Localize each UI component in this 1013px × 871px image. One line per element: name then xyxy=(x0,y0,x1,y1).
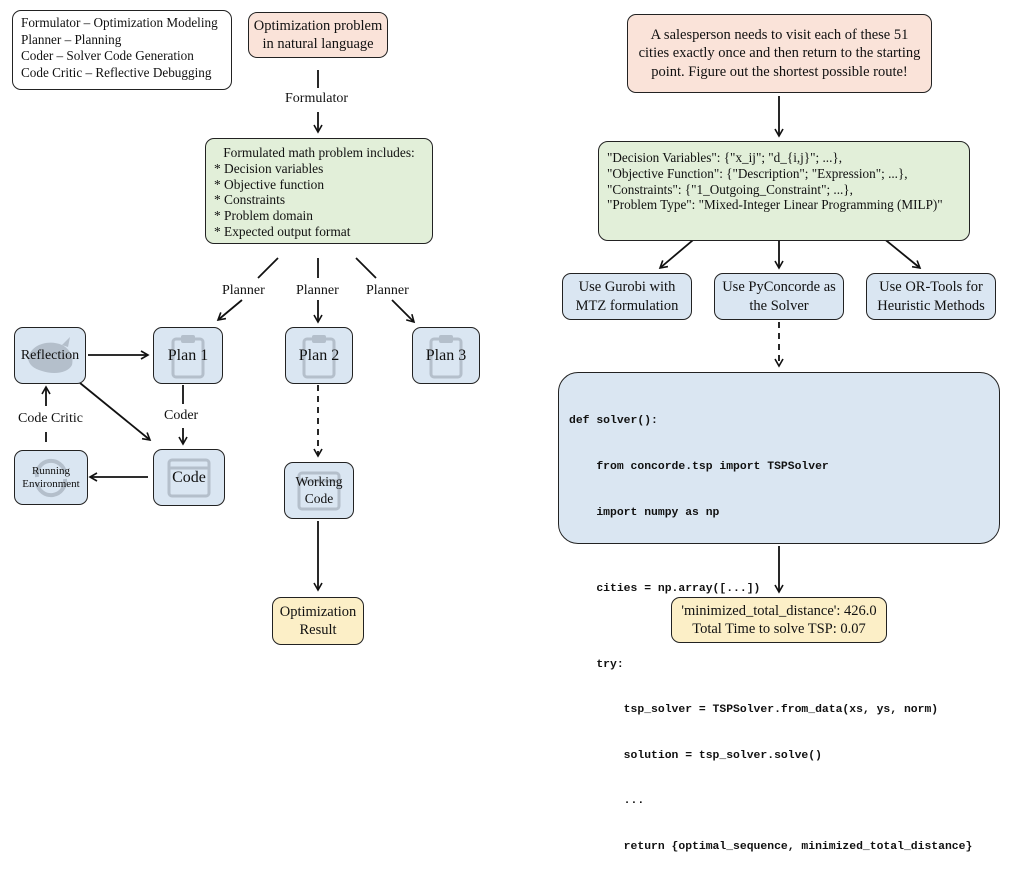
whale-icon xyxy=(28,336,73,373)
plan-2-label: Plan 2 xyxy=(298,346,340,364)
solver-code-block: def solver(): from concorde.tsp import T… xyxy=(558,372,1000,853)
option-label: Use OR-Tools for Heuristic Methods xyxy=(877,279,985,314)
code-label: Code xyxy=(172,468,206,486)
option-ortools: Use OR-Tools for Heuristic Methods xyxy=(866,273,996,320)
plan-1-node: Plan 1 xyxy=(153,327,223,384)
clipboard-icon xyxy=(429,334,463,378)
formulated-item: * Decision variables xyxy=(214,160,324,176)
code-line: def solver(): xyxy=(569,415,658,428)
legend-item: Coder – Solver Code Generation xyxy=(21,48,194,63)
planner-label: Planner xyxy=(366,283,409,298)
formulation-json-box: "Decision Variables": {"x_ij"; "d_{i,j}"… xyxy=(598,141,970,241)
json-line: "Objective Function": {"Description"; "E… xyxy=(607,165,908,181)
planner-label: Planner xyxy=(296,283,339,298)
running-environment-label: Running Environment xyxy=(22,464,80,490)
formulated-item: * Constraints xyxy=(214,192,286,208)
formulated-item: * Objective function xyxy=(214,176,325,192)
tsp-problem-text: A salesperson needs to visit each of the… xyxy=(638,27,921,80)
code-critic-label: Code Critic xyxy=(18,411,83,426)
plan-3-label: Plan 3 xyxy=(425,346,467,364)
legend-box: Formulator – Optimization Modeling Plann… xyxy=(12,10,232,90)
code-line: from concorde.tsp import TSPSolver xyxy=(569,461,829,474)
coder-label: Coder xyxy=(164,408,199,423)
code-node: Code xyxy=(153,449,225,506)
clipboard-icon xyxy=(302,334,336,378)
code-line: ... xyxy=(569,795,645,808)
code-line: cities = np.array([...]) xyxy=(569,582,761,595)
option-pyconcorde: Use PyConcorde as the Solver xyxy=(714,273,844,320)
option-label: Use PyConcorde as the Solver xyxy=(722,279,836,314)
code-line: tsp_solver = TSPSolver.from_data(xs, ys,… xyxy=(569,704,939,717)
reflection-label: Reflection xyxy=(20,347,80,363)
json-line: "Problem Type": "Mixed-Integer Linear Pr… xyxy=(607,197,943,213)
tsp-result-box: 'minimized_total_distance': 426.0 Total … xyxy=(671,597,887,643)
formulator-label: Formulator xyxy=(285,91,348,106)
working-code-label: Working Code xyxy=(295,473,343,506)
plan-3-node: Plan 3 xyxy=(412,327,480,384)
code-line: try: xyxy=(569,658,624,671)
formulated-problem-box: Formulated math problem includes: * Deci… xyxy=(205,138,433,244)
running-environment-node: Running Environment xyxy=(14,450,88,505)
formulated-title: Formulated math problem includes: xyxy=(223,145,415,160)
legend-item: Formulator – Optimization Modeling xyxy=(21,15,218,30)
optimization-result-box: Optimization Result xyxy=(272,597,364,645)
code-line: solution = tsp_solver.solve() xyxy=(569,749,822,762)
option-label: Use Gurobi with MTZ formulation xyxy=(575,279,679,314)
planner-label: Planner xyxy=(222,283,265,298)
json-line: "Decision Variables": {"x_ij"; "d_{i,j}"… xyxy=(607,150,843,165)
legend-item: Planner – Planning xyxy=(21,31,122,47)
reflection-node: Reflection xyxy=(14,327,86,384)
problem-box: Optimization problem in natural language xyxy=(248,12,388,58)
code-line: import numpy as np xyxy=(569,506,720,519)
tsp-result-line: 'minimized_total_distance': 426.0 xyxy=(681,603,877,619)
json-line: "Constraints": {"1_Outgoing_Constraint";… xyxy=(607,181,853,197)
legend-item: Code Critic – Reflective Debugging xyxy=(21,64,212,80)
option-gurobi: Use Gurobi with MTZ formulation xyxy=(562,273,692,320)
code-line: return {optimal_sequence, minimized_tota… xyxy=(569,841,973,854)
window-icon xyxy=(297,471,341,510)
refresh-icon xyxy=(34,458,68,497)
plan-1-label: Plan 1 xyxy=(167,346,209,364)
tsp-result-line: Total Time to solve TSP: 0.07 xyxy=(692,621,866,637)
optimization-result-text: Optimization Result xyxy=(279,603,357,638)
working-code-node: Working Code xyxy=(284,462,354,519)
clipboard-icon xyxy=(171,334,205,378)
formulated-item: * Expected output format xyxy=(214,223,351,239)
formulated-item: * Problem domain xyxy=(214,208,313,224)
problem-text: Optimization problem in natural language xyxy=(253,17,383,52)
tsp-problem-box: A salesperson needs to visit each of the… xyxy=(627,14,932,93)
plan-2-node: Plan 2 xyxy=(285,327,353,384)
window-icon xyxy=(167,458,211,497)
